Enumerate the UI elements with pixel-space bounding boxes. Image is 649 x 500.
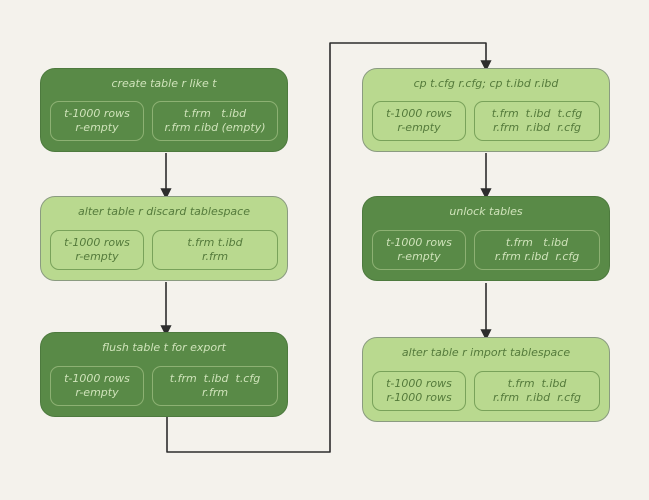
file-line: t.frm t.ibd t.cfg <box>169 371 261 385</box>
file-state-box: t.frm t.ibd t.cfg r.frm <box>152 366 278 406</box>
state-line: r-empty <box>397 121 441 134</box>
table-state-box: t-1000 rows r-empty <box>372 230 466 270</box>
table-state-box: t-1000 rows r-1000 rows <box>372 371 466 411</box>
state-line: r-empty <box>75 121 119 134</box>
file-line: r.frm r.ibd r.cfg <box>494 250 580 263</box>
node-title: flush table t for export <box>102 341 226 354</box>
node-detail-row: t-1000 rows r-empty t.frm t.ibd r.frm r.… <box>50 101 278 141</box>
table-state-box: t-1000 rows r-empty <box>50 366 144 406</box>
file-state-box: t.frm t.ibd r.frm r.ibd r.cfg <box>474 230 600 270</box>
node-flush-for-export: flush table t for export t-1000 rows r-e… <box>40 332 288 417</box>
file-line: t.frm t.ibd <box>507 376 567 390</box>
state-line: t-1000 rows <box>64 371 130 385</box>
state-line: t-1000 rows <box>386 235 452 249</box>
file-state-box: t.frm t.ibd t.cfg r.frm r.ibd r.cfg <box>474 101 600 141</box>
node-detail-row: t-1000 rows r-1000 rows t.frm t.ibd r.fr… <box>372 371 600 411</box>
node-title: alter table r discard tablespace <box>78 205 250 218</box>
file-state-box: t.frm t.ibd r.frm <box>152 230 278 270</box>
table-state-box: t-1000 rows r-empty <box>50 101 144 141</box>
file-line: t.frm t.ibd <box>187 235 243 249</box>
file-line: t.frm t.ibd <box>505 235 569 249</box>
state-line: r-1000 rows <box>386 391 452 404</box>
state-line: t-1000 rows <box>64 235 130 249</box>
table-state-box: t-1000 rows r-empty <box>372 101 466 141</box>
arrow-flush-to-cp <box>166 42 492 453</box>
node-title: unlock tables <box>449 205 523 218</box>
state-line: t-1000 rows <box>386 106 452 120</box>
node-copy-files: cp t.cfg r.cfg; cp t.ibd r.ibd t-1000 ro… <box>362 68 610 152</box>
file-line: r.frm r.ibd (empty) <box>164 121 266 134</box>
file-state-box: t.frm t.ibd r.frm r.ibd (empty) <box>152 101 278 141</box>
node-unlock-tables: unlock tables t-1000 rows r-empty t.frm … <box>362 196 610 281</box>
file-line: t.frm t.ibd <box>183 106 247 120</box>
node-title: alter table r import tablespace <box>401 346 571 359</box>
file-line: r.frm <box>201 250 229 263</box>
node-title: cp t.cfg r.cfg; cp t.ibd r.ibd <box>413 77 559 90</box>
node-discard-tablespace: alter table r discard tablespace t-1000 … <box>40 196 288 281</box>
node-detail-row: t-1000 rows r-empty t.frm t.ibd t.cfg r.… <box>50 366 278 406</box>
file-line: r.frm r.ibd r.cfg <box>492 391 582 404</box>
file-line: t.frm t.ibd t.cfg <box>491 106 583 120</box>
node-detail-row: t-1000 rows r-empty t.frm t.ibd r.frm <box>50 230 278 270</box>
state-line: r-empty <box>397 250 441 263</box>
node-create-table: create table r like t t-1000 rows r-empt… <box>40 68 288 152</box>
node-title: create table r like t <box>111 77 217 90</box>
node-detail-row: t-1000 rows r-empty t.frm t.ibd t.cfg r.… <box>372 101 600 141</box>
state-line: t-1000 rows <box>64 106 130 120</box>
node-detail-row: t-1000 rows r-empty t.frm t.ibd r.frm r.… <box>372 230 600 270</box>
file-line: r.frm r.ibd r.cfg <box>492 121 582 134</box>
table-state-box: t-1000 rows r-empty <box>50 230 144 270</box>
state-line: r-empty <box>75 250 119 263</box>
file-line: r.frm <box>201 386 229 399</box>
node-import-tablespace: alter table r import tablespace t-1000 r… <box>362 337 610 422</box>
state-line: t-1000 rows <box>386 376 452 390</box>
state-line: r-empty <box>75 386 119 399</box>
file-state-box: t.frm t.ibd r.frm r.ibd r.cfg <box>474 371 600 411</box>
